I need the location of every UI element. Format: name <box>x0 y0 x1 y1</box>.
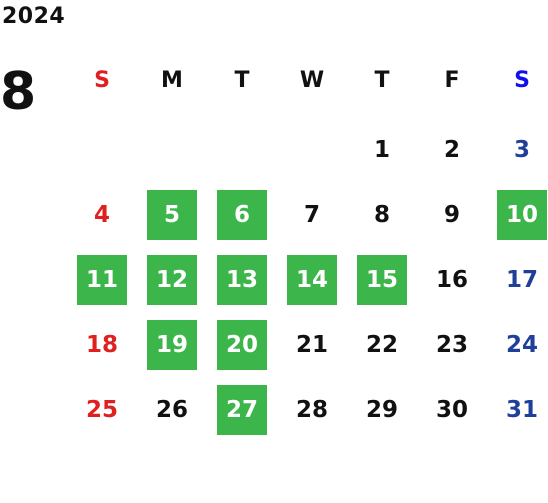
day-25: 25 <box>85 397 118 423</box>
calendar-year: 2024 <box>2 4 66 29</box>
weekday-friday: F <box>444 68 460 93</box>
day-20: 20 <box>217 320 267 370</box>
day-6: 6 <box>217 190 267 240</box>
day-2: 2 <box>443 137 460 163</box>
day-31: 31 <box>505 397 538 423</box>
day-28: 28 <box>295 397 328 423</box>
day-3: 3 <box>513 137 530 163</box>
day-29: 29 <box>365 397 398 423</box>
day-22: 22 <box>365 332 398 358</box>
day-13: 13 <box>217 255 267 305</box>
calendar-month: 8 <box>0 62 37 122</box>
day-8: 8 <box>373 202 390 228</box>
weekday-thursday: T <box>374 68 390 93</box>
weekday-saturday: S <box>514 68 530 93</box>
day-16: 16 <box>435 267 468 293</box>
day-4: 4 <box>93 202 110 228</box>
day-27: 27 <box>217 385 267 435</box>
day-19: 19 <box>147 320 197 370</box>
day-30: 30 <box>435 397 468 423</box>
day-14: 14 <box>287 255 337 305</box>
weekday-wednesday: W <box>299 68 325 93</box>
day-26: 26 <box>155 397 188 423</box>
day-18: 18 <box>85 332 118 358</box>
day-7: 7 <box>303 202 320 228</box>
day-24: 24 <box>505 332 538 358</box>
day-21: 21 <box>295 332 328 358</box>
day-17: 17 <box>505 267 538 293</box>
weekday-tuesday: T <box>234 68 250 93</box>
day-10: 10 <box>497 190 547 240</box>
day-9: 9 <box>443 202 460 228</box>
day-12: 12 <box>147 255 197 305</box>
day-11: 11 <box>77 255 127 305</box>
weekday-monday: M <box>161 68 183 93</box>
day-15: 15 <box>357 255 407 305</box>
day-23: 23 <box>435 332 468 358</box>
weekday-sunday: S <box>94 68 110 93</box>
day-5: 5 <box>147 190 197 240</box>
day-1: 1 <box>373 137 390 163</box>
